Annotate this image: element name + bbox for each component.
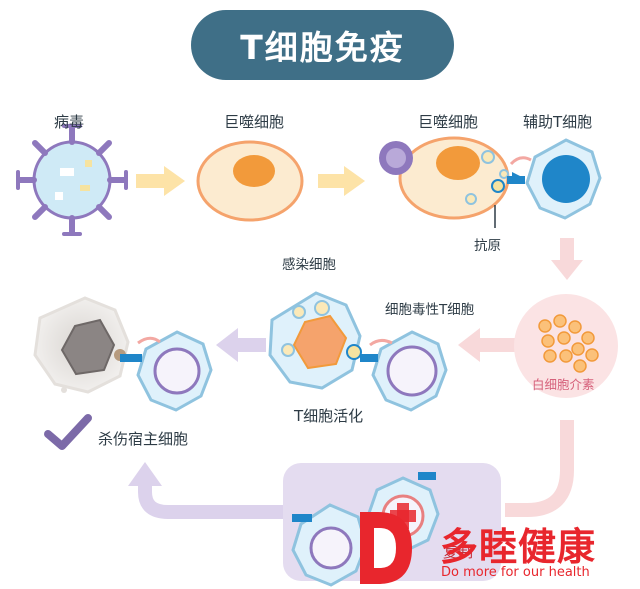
label-kill-host-cell: 杀伤宿主细胞 xyxy=(98,430,189,448)
killer-t-cell xyxy=(120,330,213,412)
check-icon xyxy=(44,414,92,450)
label-cytotoxic-t-cell: 细胞毒性T细胞 xyxy=(385,302,475,318)
label-helper-t-cell: 辅助T细胞 xyxy=(523,113,593,131)
engulfed-virus-icon xyxy=(379,141,413,175)
arrow-replication-back xyxy=(128,462,285,519)
brand-logo-letter: D xyxy=(0,0,1,1)
label-virus: 病毒 xyxy=(54,113,85,131)
interleukin-cluster xyxy=(514,294,618,398)
cytotoxic-t-cell xyxy=(360,330,448,412)
infected-cell xyxy=(268,291,362,390)
arrow-virus-to-macrophage xyxy=(136,166,185,196)
label-infected-cell: 感染细胞 xyxy=(282,257,336,273)
helper-t-cell xyxy=(507,138,602,220)
brand-slogan: Do more for our health xyxy=(441,565,590,580)
label-replication: 复制 xyxy=(443,543,474,561)
brand-name: 多睦健康 xyxy=(440,525,597,569)
arrow-macrophage-to-presenting xyxy=(318,166,365,196)
arrow-interleukin-to-activation xyxy=(458,328,518,362)
virus-icon xyxy=(16,124,128,236)
dying-host-cell xyxy=(33,296,130,394)
macrophage-cell xyxy=(196,140,304,222)
arrow-interleukin-to-replication xyxy=(505,420,574,517)
page-title: T细胞免疫 xyxy=(191,10,454,80)
brand-logo-icon: D xyxy=(0,0,412,584)
antigen-presenting-macrophage xyxy=(398,136,510,220)
arrow-activation-to-kill xyxy=(216,328,266,362)
label-t-cell-activation: T细胞活化 xyxy=(294,407,364,425)
antigen-icon xyxy=(491,179,505,228)
label-antigen: 抗原 xyxy=(474,238,501,254)
label-macrophage-presenting: 巨噬细胞 xyxy=(418,113,479,131)
arrow-down-to-interleukin xyxy=(551,238,583,280)
label-interleukin: 白细胞介素 xyxy=(532,377,595,392)
label-macrophage: 巨噬细胞 xyxy=(224,113,285,131)
